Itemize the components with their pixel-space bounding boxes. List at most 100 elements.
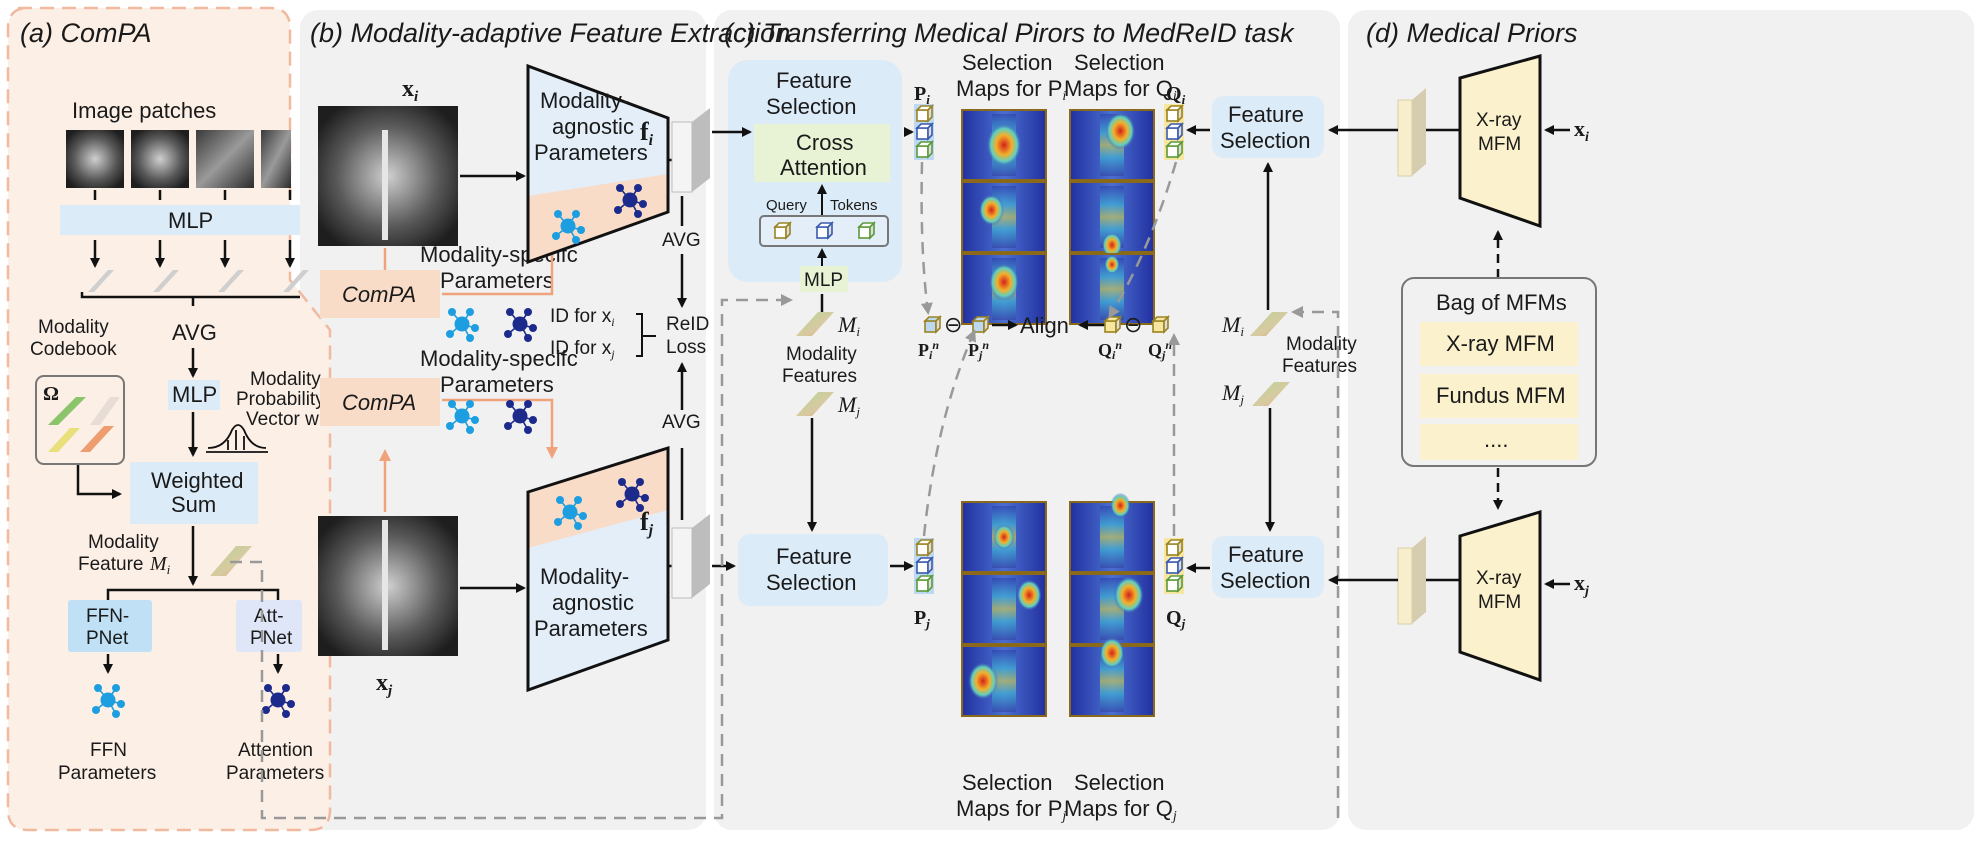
pj-label: Pj [914, 607, 930, 631]
qj-label: Qj [1166, 607, 1186, 631]
qj-cube [1165, 574, 1184, 593]
modality-feature-dashed-link [230, 294, 793, 820]
bag-item-fundus [1420, 374, 1578, 418]
mfm-encoder-top: X-ray MFM [1458, 54, 1542, 229]
agnostic-top-label-1: Modality- [540, 88, 629, 113]
codebook-label-1: Modality [38, 317, 109, 338]
feature-map-fi [671, 108, 710, 193]
patch-token-icon [218, 270, 244, 292]
specific-params-top-label-2: Parameters [440, 268, 554, 293]
image-patch [66, 130, 124, 188]
mi-label: Mi [837, 312, 860, 339]
bag-title: Bag of MFMs [1436, 290, 1567, 315]
prob-vector-label-1: Modality [250, 369, 321, 390]
prob-vector-label-3: Vector w [246, 409, 319, 430]
pj-cube [915, 556, 934, 575]
sel-maps-qi-label-1: Selection [1074, 50, 1165, 75]
right-modality-feature-mi-bar [1250, 312, 1288, 336]
mfm-output-feature-top [1397, 88, 1426, 177]
feature-map-fj [671, 514, 710, 599]
sel-maps-pi-label-1: Selection [962, 50, 1053, 75]
query-token-cube-yellow [773, 221, 792, 240]
compa-box-bottom [320, 378, 440, 426]
sel-maps-qj-label-2: Maps for Qj [1064, 796, 1177, 824]
cross-attention-box [754, 124, 890, 182]
selection-heatmaps [961, 109, 1155, 717]
id-xj-label: ID for xj [550, 338, 615, 361]
cross-attention-label-2: Attention [780, 155, 867, 180]
pin-cube [923, 315, 942, 334]
specific-params-bottom-label-2: Parameters [440, 372, 554, 397]
panel-b-feature-extraction: (b) Modality-adaptive Feature Extraction… [310, 18, 790, 699]
weighted-sum-box [130, 462, 258, 524]
pin-label: Pin [918, 338, 939, 362]
feature-selection-bottom-box [738, 534, 888, 606]
qin-label: Qin [1098, 338, 1122, 362]
modality-feature-label-1: Modality [88, 532, 159, 553]
mfm-xi-label: xi [1574, 116, 1589, 145]
image-patch [261, 130, 291, 188]
selection-map [1069, 181, 1155, 258]
ffn-parameters-label-2: Parameters [58, 763, 156, 784]
selection-map [1069, 573, 1155, 645]
panel-c-title: (c) Transferring Medical Pirors to MedRe… [724, 18, 1295, 48]
fs-right-top-label-2: Selection [1220, 128, 1311, 153]
compa-bottom-label: ComPA [342, 390, 416, 415]
bag-item-label: X-ray MFM [1446, 331, 1555, 356]
attention-parameters-label-1: Attention [238, 740, 313, 761]
right-modality-features-label-1: Modality [1286, 334, 1357, 355]
right-mi-label: Mi [1221, 312, 1244, 339]
minus-symbol-q: ⊖ [1124, 312, 1142, 337]
modality-features-label-1: Modality [786, 344, 857, 365]
reid-loss-label-2: Loss [666, 337, 706, 358]
sel-maps-qj-label-1: Selection [1074, 770, 1165, 795]
selection-map [961, 573, 1047, 645]
codebook-omega-symbol: Ω [43, 383, 59, 405]
ffn-pnet-label-1: FFN- [86, 606, 129, 627]
query-token-cube-green [857, 221, 876, 240]
cross-attention-label-1: Cross [796, 130, 853, 155]
qi-cube [1165, 122, 1184, 141]
specific-ffn-icon-bottom [446, 400, 479, 434]
image-patch [196, 130, 254, 188]
panel-d-medical-priors: (d) Medical Priors X-ray MFM xi Bag of M… [1328, 18, 1597, 683]
feature-selection-right-bottom-box [1212, 536, 1324, 598]
qi-cube [1165, 104, 1184, 123]
modality-feature-mi-bar [796, 312, 834, 336]
ffn-parameters-label-1: FFN [90, 740, 127, 761]
mj-label: Mj [837, 392, 860, 419]
codebook-entry-grey [90, 397, 120, 425]
encoder-bottom: Modality- agnostic Parameters [526, 445, 670, 693]
qin-cube [1103, 315, 1122, 334]
selection-map [1069, 637, 1155, 717]
image-patch [131, 130, 189, 188]
input-xj-label: xj [376, 670, 393, 699]
mfm-top-label-2: MFM [1478, 134, 1521, 155]
pi-cube [915, 122, 934, 141]
qj-cube [1165, 556, 1184, 575]
ffn-pnet-label-2: PNet [86, 628, 129, 649]
query-token-cube-blue [815, 221, 834, 240]
ffn-pnet-box [68, 600, 152, 652]
qjn-label: Qjn [1148, 338, 1172, 362]
fs-bottom-label-2: Selection [766, 570, 857, 595]
attention-parameters-icon [262, 684, 295, 718]
pi-cube [915, 104, 934, 123]
patch-token-icon [88, 270, 114, 292]
att-pnet-box [236, 600, 302, 652]
attention-parameters-label-2: Parameters [226, 763, 324, 784]
encoder-top-ffn-icon [552, 210, 585, 244]
encoder-top-att-icon [614, 184, 647, 218]
mfm-bottom-label-2: MFM [1478, 592, 1521, 613]
specific-att-icon-bottom [504, 400, 537, 434]
sel-maps-pj-label-2: Maps for Pj [956, 796, 1066, 824]
agnostic-bottom-label-3: Parameters [534, 616, 648, 641]
right-modality-features-label-2: Features [1282, 356, 1357, 377]
bag-item-xray [1420, 322, 1578, 366]
codebook-label-2: Codebook [30, 339, 117, 360]
pj-cube [915, 538, 934, 557]
encoder-top: Modality- agnostic Parameters [526, 63, 670, 265]
selection-map [1069, 492, 1155, 573]
selection-map [1069, 109, 1155, 181]
